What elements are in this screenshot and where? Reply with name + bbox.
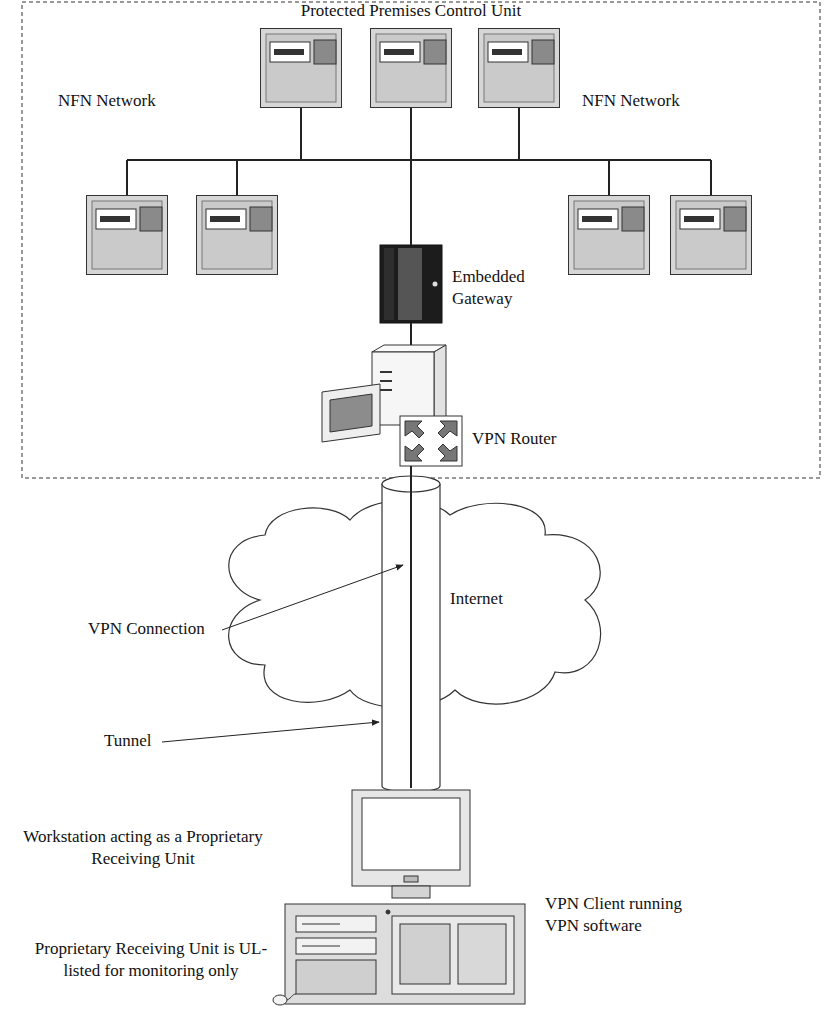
workstation: Workstation acting as a Proprietary Rece… [285, 788, 537, 1006]
nfn-bus [127, 108, 711, 195]
node-label: Proprietary Receiving Unit is UL-listed … [26, 938, 276, 982]
leader-line [222, 565, 403, 630]
network-link [410, 323, 412, 345]
vpn-router: VPN Router [320, 345, 502, 466]
leader-line [162, 722, 379, 742]
node-label: Internet [450, 588, 540, 610]
router-icon [322, 345, 462, 466]
callout-label: VPN Connection [88, 618, 205, 640]
node-label: VPN Router [472, 428, 592, 450]
node-label: Embedded Gateway [452, 266, 542, 310]
workstation-icon [273, 790, 525, 1005]
control-unit: Protected Premises Control Unit [370, 28, 452, 108]
callout-label: Tunnel [104, 730, 152, 752]
network-link [410, 108, 412, 245]
embedded-gateway: Embedded Gateway [380, 245, 442, 323]
node-label: Protected Premises Control Unit [211, 0, 611, 22]
network-link [410, 466, 412, 788]
network-label: NFN Network [582, 90, 680, 112]
control-panels [87, 29, 752, 275]
node-label: VPN Client running VPN software [545, 893, 715, 937]
gateway-icon [380, 245, 442, 323]
node-label: Workstation acting as a Proprietary Rece… [4, 826, 282, 870]
premises-boundary [22, 2, 820, 478]
internet-cloud: Internet [215, 505, 610, 715]
network-label: NFN Network [58, 90, 156, 112]
